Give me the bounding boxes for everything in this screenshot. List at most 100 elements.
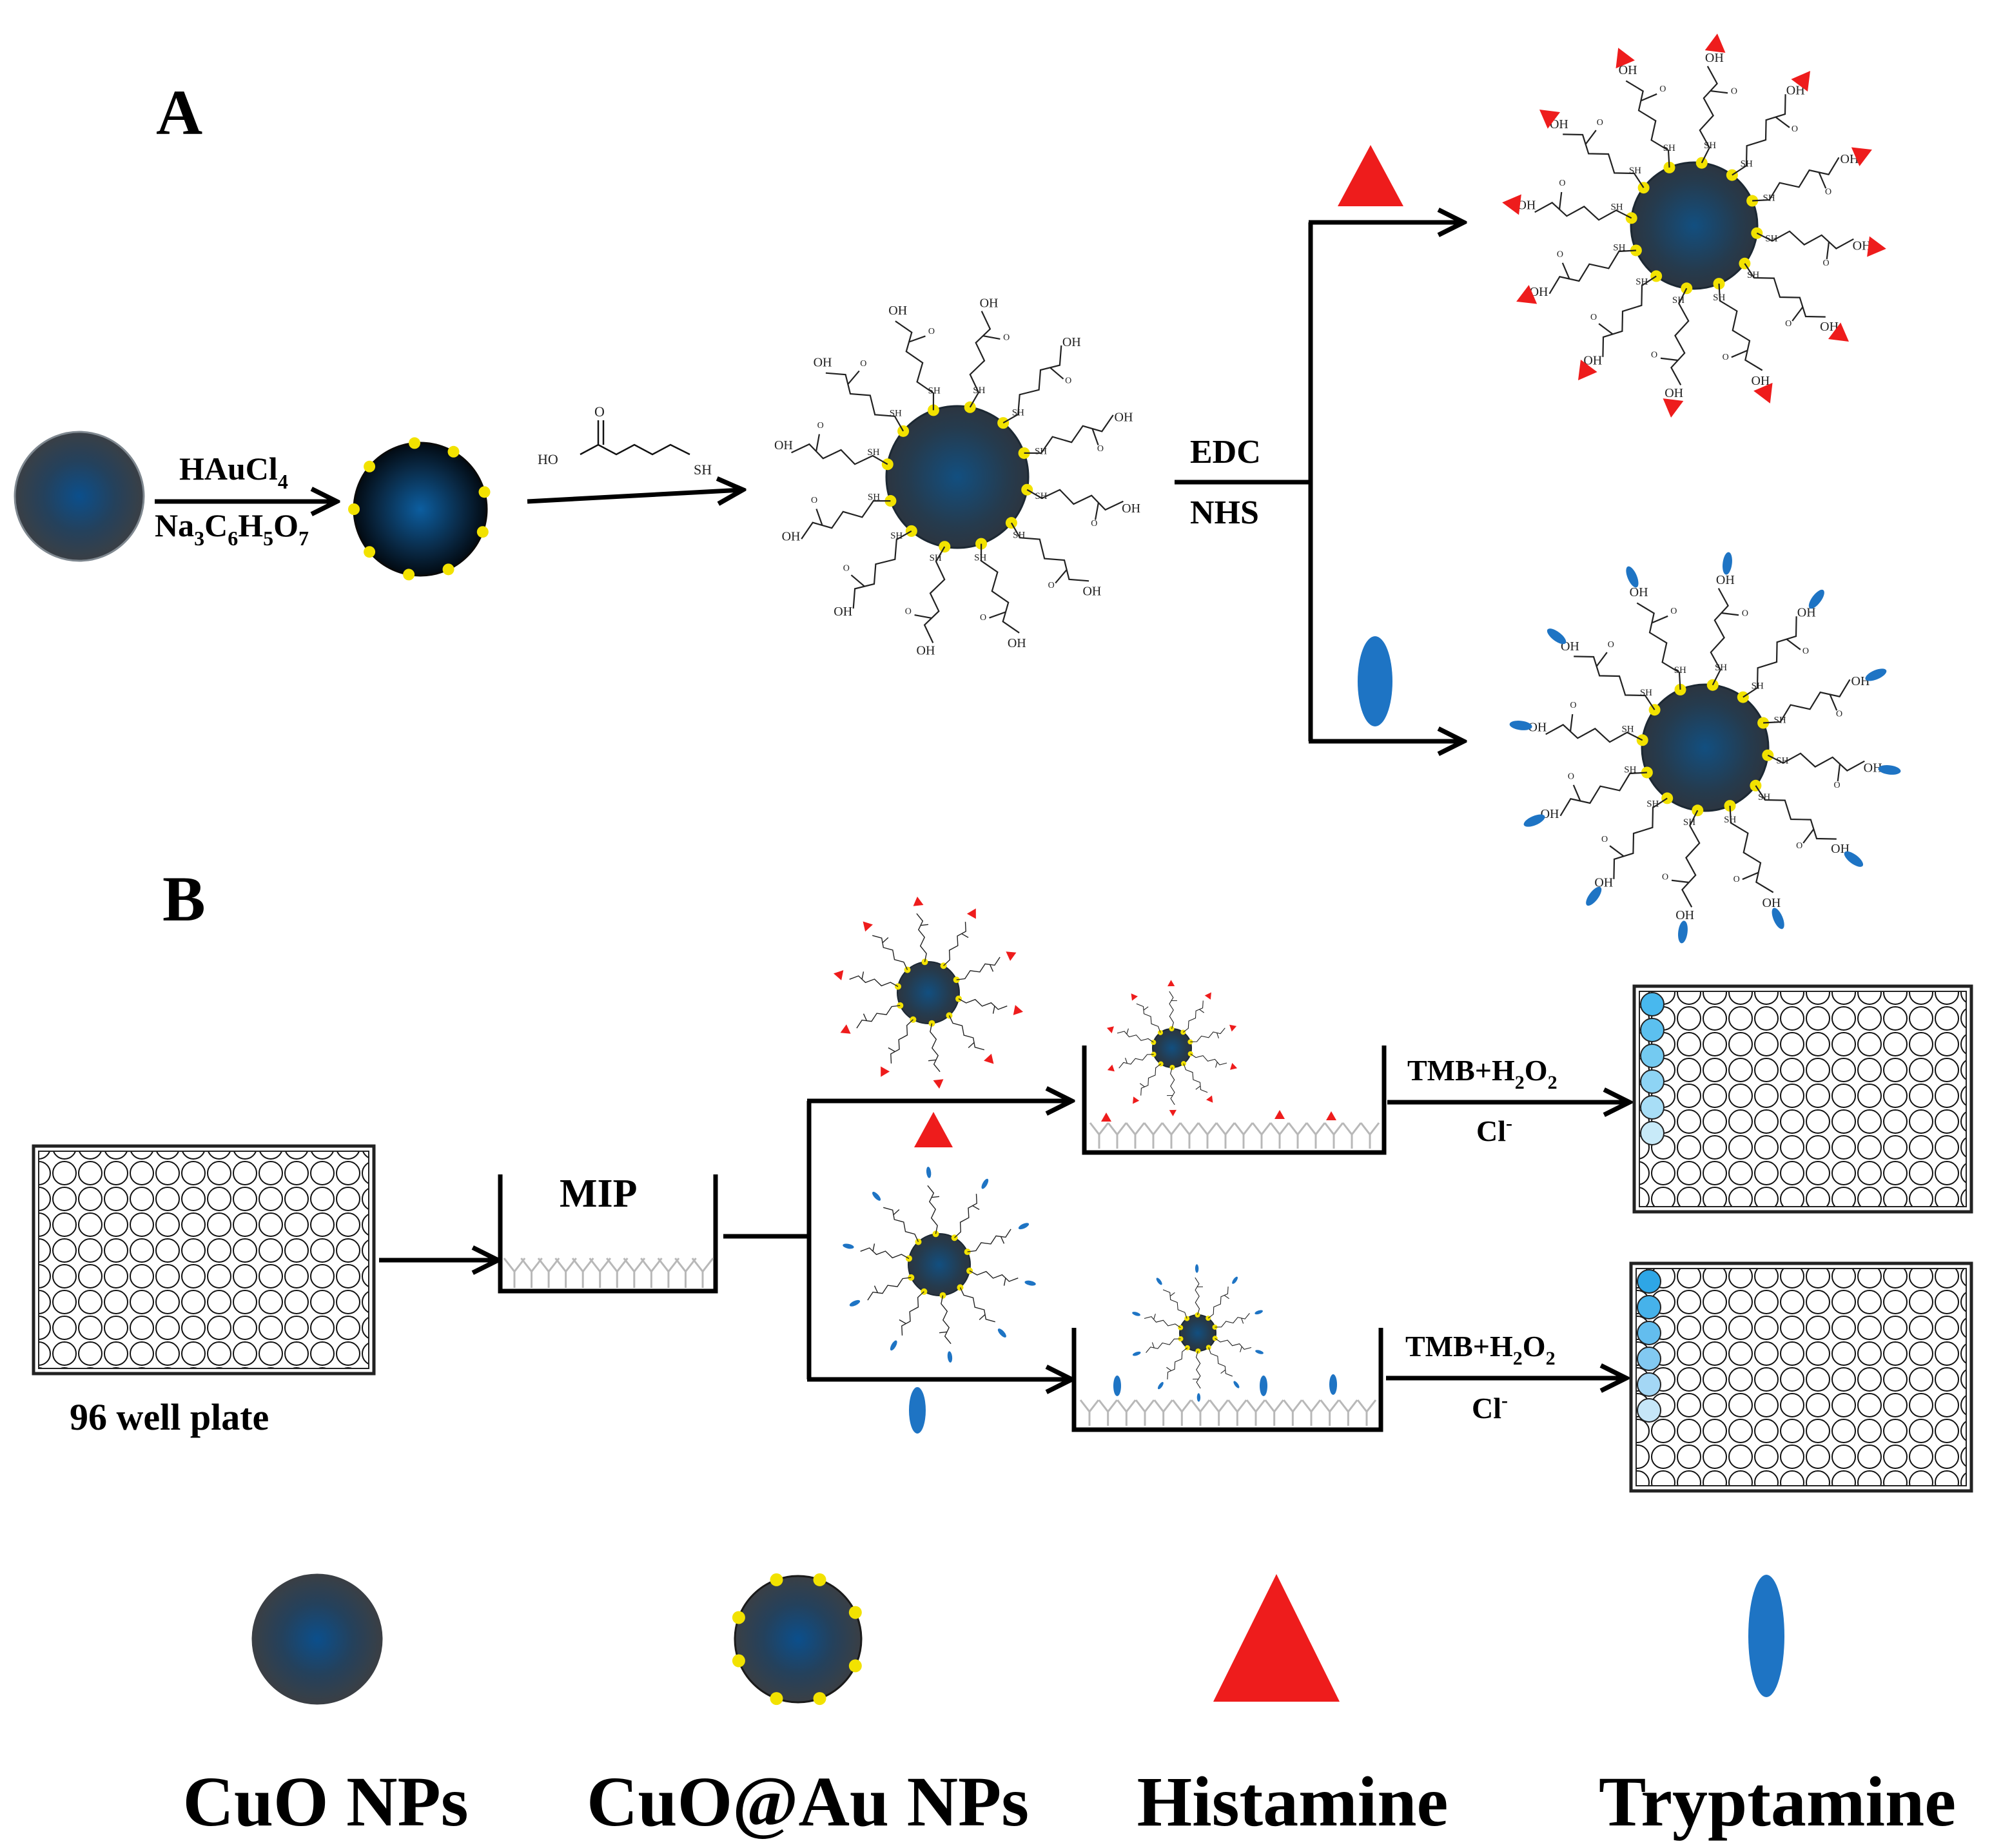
carbonyl-bond [1660, 357, 1678, 362]
carbonyl-bond [1829, 694, 1838, 711]
thiol-label: SH [1610, 202, 1623, 212]
carboxyl-label: OH [1530, 285, 1548, 299]
gold-dots [348, 437, 491, 581]
reagent-edc: EDC [1190, 434, 1261, 471]
carbonyl-bond [1241, 1318, 1244, 1324]
gold-dot [915, 1238, 922, 1245]
histamine-tag [1107, 1064, 1115, 1072]
thiol-label: SH [1763, 193, 1775, 203]
thiol-label: SH [1741, 159, 1753, 169]
mpa-arrow: HO O SH [527, 404, 741, 501]
carbonyl-bond [1802, 828, 1815, 844]
ligand-chain [1010, 522, 1089, 582]
legend-cuoau-symbol [734, 1575, 863, 1704]
carboxyl-label: OH [1762, 896, 1781, 910]
antibody [1356, 1399, 1377, 1426]
carbonyl-bond [1742, 871, 1759, 880]
antibody [1360, 1122, 1380, 1149]
ligand-chain [1002, 345, 1062, 424]
antibody [1161, 1122, 1182, 1149]
gold-dot [813, 1573, 826, 1586]
tryptamine-tag [843, 1243, 854, 1249]
tryptamine-tag [947, 1351, 953, 1363]
tryptamine-colored-wells [1637, 1269, 1661, 1423]
antibody [1305, 1122, 1326, 1149]
gold-dot [957, 1284, 964, 1291]
carboxyl-label: OH [980, 296, 999, 310]
plate-96-histamine-result [1632, 984, 1973, 1214]
histamine-tag [1169, 1109, 1177, 1116]
reagent-haucl4: HAuCl4 [179, 451, 288, 493]
carbonyl-bond [872, 1243, 875, 1252]
ligand-chain [1548, 249, 1636, 295]
histamine-conjugate [1630, 161, 1759, 290]
histamine-tag [1616, 48, 1635, 69]
legend-histamine-symbol [1213, 1574, 1340, 1702]
mpa-o-label: O [594, 404, 605, 420]
histamine-tag [1663, 398, 1684, 418]
tryptamine-well-antibodies [1079, 1374, 1377, 1426]
reagent-chloride-top: Cl- [1476, 1113, 1512, 1147]
carbonyl-bond [1826, 242, 1830, 260]
tryptamine-tag [890, 1340, 897, 1351]
carbonyl-bond [1055, 569, 1068, 584]
antibody [1089, 1122, 1109, 1149]
ligand-chain [1215, 1313, 1250, 1328]
ligand-chain [867, 1277, 912, 1301]
carbonyl-o-label: O [1796, 841, 1802, 851]
gold-dot [447, 445, 460, 458]
carboxyl-label: OH [1665, 386, 1683, 400]
gold-coating-arrow: HAuCl4 Na3C6H5O7 [155, 451, 335, 550]
tmb-arrow-histamine: TMB+H2O2 Cl- [1387, 1054, 1628, 1147]
carboxyl-label: OH [1864, 761, 1882, 775]
histamine-tag [1106, 1026, 1114, 1033]
histamine-tag [1229, 1024, 1237, 1032]
tryptamine-tag [1195, 1264, 1199, 1273]
antibody [1209, 1399, 1229, 1426]
gold-dot [476, 526, 489, 538]
thiol-label: SH [1747, 270, 1759, 280]
thiol-label: SH [1629, 166, 1641, 176]
antibody [1320, 1399, 1340, 1426]
carbonyl-bond [1003, 1278, 1006, 1286]
carbonyl-o-label: O [905, 607, 912, 616]
plate-label: 96 well plate [70, 1396, 269, 1438]
ligand-chain [916, 913, 927, 962]
antibody [1135, 1399, 1155, 1426]
antibody [1143, 1122, 1164, 1149]
carbonyl-bond [961, 933, 969, 939]
thiol-label: SH [1646, 799, 1659, 810]
ligand-chain [1208, 1347, 1233, 1377]
gold-dot [409, 437, 421, 449]
tryptamine-well-probe-shell [1132, 1264, 1264, 1402]
carbonyl-bond [1143, 1006, 1149, 1011]
histamine-marker [1338, 145, 1403, 206]
carboxyl-label: OH [1841, 152, 1859, 166]
ligand-chain [1183, 1063, 1208, 1093]
antibody [1287, 1122, 1308, 1149]
histamine-tag [933, 1079, 944, 1089]
gold-dot [1195, 1312, 1200, 1318]
ligand-chain [1710, 588, 1729, 686]
colored-well [1637, 1269, 1661, 1294]
carboxyl-label: OH [1705, 51, 1724, 65]
gold-dot [905, 525, 917, 537]
ligand-chain [969, 1270, 1019, 1282]
tryptamine-tag [926, 1167, 932, 1178]
tryptamine-tag [1132, 1351, 1141, 1356]
mip-well: MIP [498, 1172, 718, 1294]
carbonyl-o-label: O [1802, 647, 1809, 656]
carbonyl-o-label: O [817, 421, 824, 431]
thiol-label: SH [1621, 724, 1634, 734]
bound-tryptamine [1329, 1374, 1337, 1395]
carboxyl-label: OH [1630, 585, 1648, 599]
ligand-chain [958, 998, 1008, 1010]
tryptamine-tag [1678, 920, 1688, 944]
tryptamine-tag [1523, 814, 1545, 827]
ligand-chain [856, 1005, 901, 1029]
ligand-chain [1146, 1338, 1181, 1353]
gold-dot [732, 1654, 745, 1668]
antibody [640, 1258, 663, 1288]
histamine-tag [1851, 147, 1872, 166]
gold-dot [1195, 1348, 1201, 1354]
